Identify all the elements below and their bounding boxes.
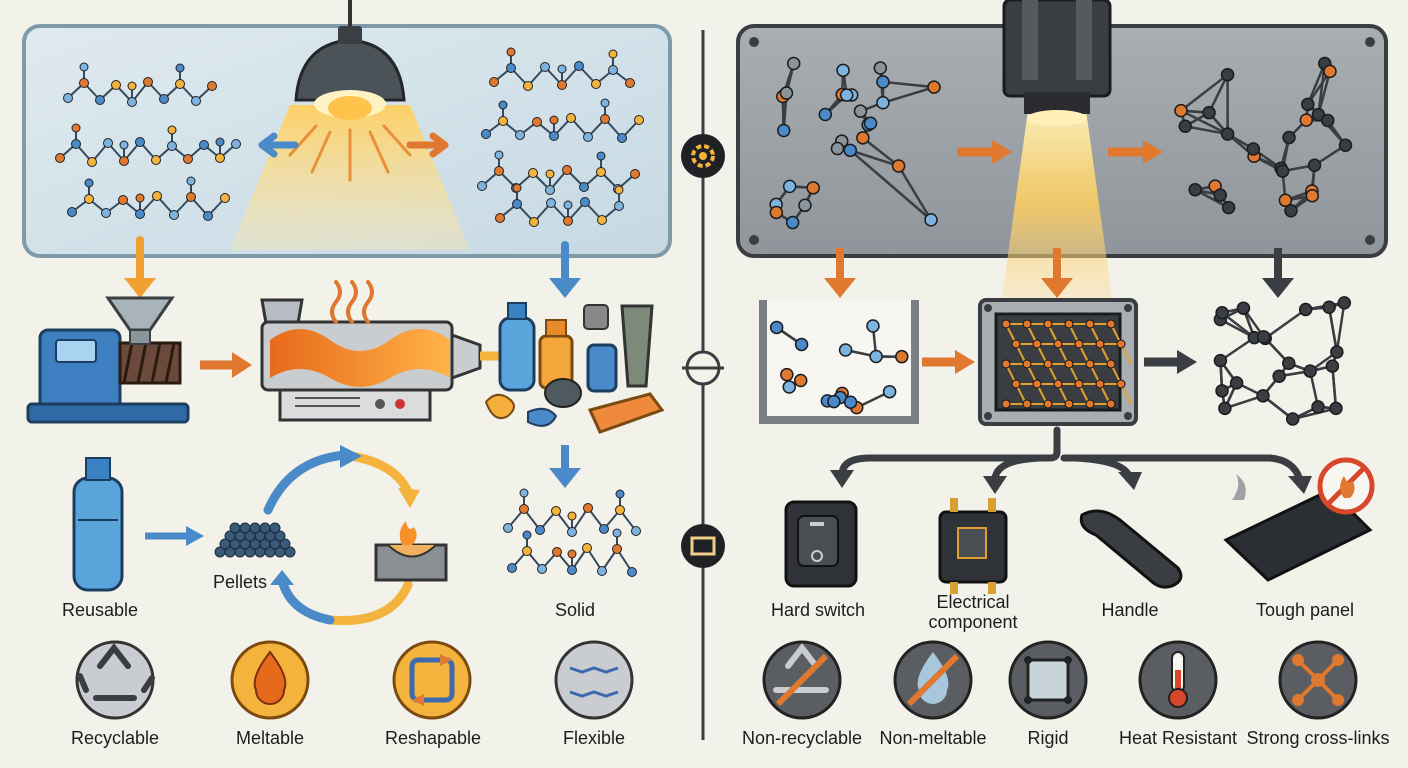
random-polymer-network (769, 56, 941, 230)
hard-switch-label: Hard switch (770, 600, 866, 620)
pellets-label: Pellets (212, 572, 268, 592)
cured-network-grid (1001, 319, 1132, 409)
product-branch-arrows (838, 426, 1304, 484)
thermoplastic-heating-panel (22, 0, 672, 258)
rigid-crosslinked-network (1213, 296, 1352, 426)
heat-resistant-label: Heat Resistant (1118, 728, 1238, 748)
meltable-label: Meltable (235, 728, 305, 748)
heated-press (978, 298, 1138, 426)
pellet-hopper-machine (26, 296, 190, 424)
linear-polymer-chains (55, 62, 241, 221)
no-recycle-icon (762, 640, 842, 720)
handle-label: Handle (1101, 600, 1159, 620)
solid-label: Solid (554, 600, 596, 620)
handle (1079, 509, 1183, 589)
crosslinked-network (1174, 56, 1353, 218)
heated-extruder (260, 280, 528, 422)
flexible-chain-icon (554, 640, 634, 720)
thermometer-icon (1138, 640, 1218, 720)
rigid-label: Rigid (1027, 728, 1069, 748)
heated-mold-tray (374, 521, 448, 582)
mold-icon (681, 524, 725, 568)
reshapable-label: Reshapable (384, 728, 482, 748)
solid-polymer-chains (503, 488, 641, 577)
tough-panel-label: Tough panel (1255, 600, 1355, 620)
crosslink-icon (1278, 640, 1358, 720)
recycle-icon (75, 640, 155, 720)
exchange-icon (682, 350, 724, 386)
center-divider (681, 30, 725, 740)
non-meltable-label: Non-meltable (879, 728, 987, 748)
uncured-resin-network (769, 319, 909, 415)
rigid-frame-icon (1008, 640, 1088, 720)
flexible-label: Flexible (562, 728, 626, 748)
molded-plastic-products (484, 302, 665, 434)
strong-cross-links-label: Strong cross-links (1246, 728, 1390, 748)
reusable-bottle (72, 457, 124, 592)
reusable-label: Reusable (61, 600, 139, 620)
no-melt-icon (893, 640, 973, 720)
electrical-component (938, 498, 1008, 594)
reshape-arrows-icon (392, 640, 472, 720)
non-recyclable-label: Non-recyclable (741, 728, 863, 748)
tough-panel (1223, 457, 1375, 582)
melted-polymer-chains (477, 47, 644, 227)
electrical-component-label: Electrical component (928, 592, 1018, 632)
recyclable-label: Recyclable (70, 728, 160, 748)
drop-icon (230, 640, 310, 720)
gear-icon (681, 134, 725, 178)
pellets-pile (214, 522, 296, 558)
recycling-loop-arrows (263, 450, 413, 626)
hard-switch (784, 500, 858, 588)
